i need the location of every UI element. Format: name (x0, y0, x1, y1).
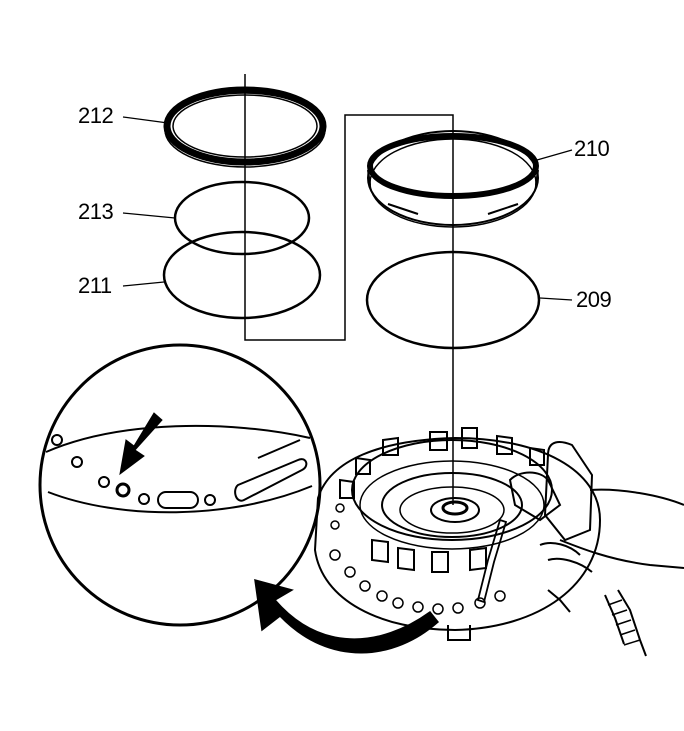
indicator-arrow (119, 412, 163, 476)
callout-213: 213 (78, 199, 114, 224)
assembly-leader-line (244, 74, 454, 505)
callout-210: 210 (574, 136, 610, 161)
callout-211: 211 (78, 273, 112, 298)
detail-magnifier (38, 343, 322, 627)
o-ring-209 (365, 250, 541, 350)
seal-ring-210 (367, 130, 539, 228)
leader-210 (536, 149, 573, 161)
reference-curved-arrow (254, 578, 440, 654)
leader-213 (122, 212, 176, 219)
leader-209 (539, 297, 573, 301)
callout-212: 212 (78, 103, 114, 128)
callout-209: 209 (576, 287, 612, 312)
leader-211 (122, 281, 165, 287)
clutch-housing (313, 427, 602, 641)
leader-212 (122, 116, 169, 124)
hand-with-air-nozzle (476, 441, 684, 657)
o-ring-211 (162, 230, 322, 320)
o-ring-213 (173, 180, 311, 256)
